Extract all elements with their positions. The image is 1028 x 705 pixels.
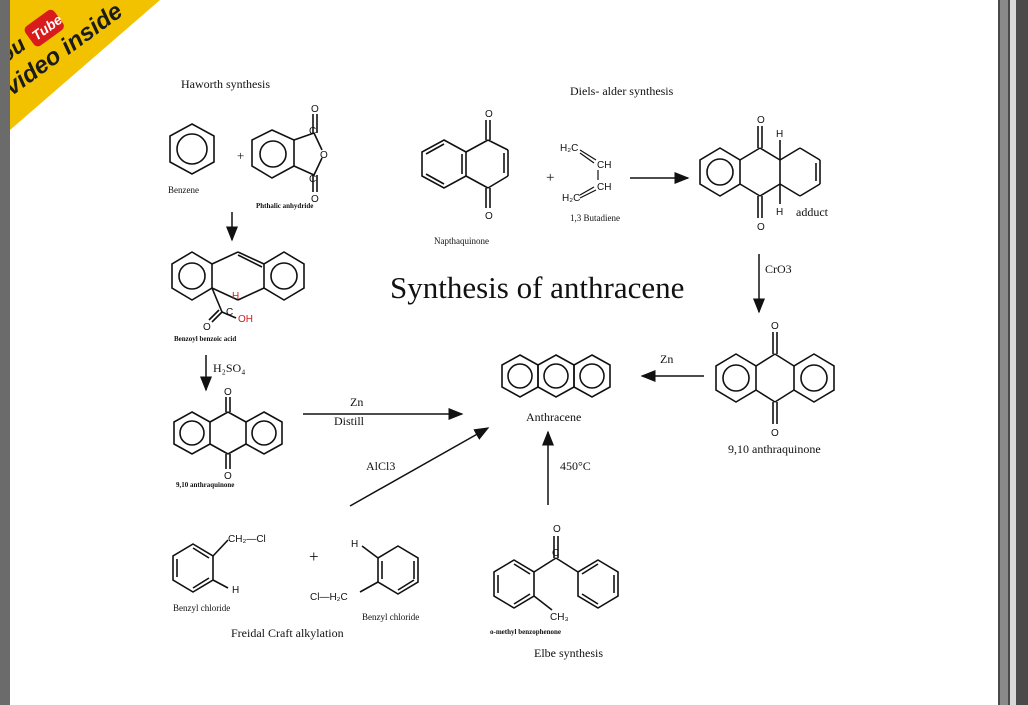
left-window-edge — [0, 0, 10, 705]
youtube-logo-icon — [24, 9, 64, 47]
carbon-atom: C — [309, 174, 316, 185]
hydrogen-atom: H — [776, 129, 783, 140]
napthaquinone-label: Napthaquinone — [434, 236, 489, 246]
ch-group: CH — [597, 182, 611, 193]
benzoyl-benzoic-acid-label: Benzoyl benzoic acid — [174, 335, 236, 343]
oxygen-atom: O — [757, 222, 765, 233]
hydrogen-atom: H — [232, 585, 239, 596]
carbon-atom: C — [309, 126, 316, 137]
anthraquinone-label: 9,10 anthraquinone — [728, 442, 821, 456]
scrollbar-track[interactable] — [1000, 0, 1008, 705]
plus-sign: + — [546, 170, 554, 186]
hydrogen-atom: H — [351, 539, 358, 550]
oxygen-atom: O — [203, 322, 211, 333]
oxygen-atom: O — [224, 387, 232, 398]
anthracene-label: Anthracene — [526, 410, 581, 424]
diels-alder-synthesis-heading: Diels- alder synthesis — [570, 84, 674, 98]
benzyl-chloride-label-1: Benzyl chloride — [173, 603, 230, 613]
document-page: You Tube video inside Haworth synthesis … — [10, 0, 998, 705]
adduct-label: adduct — [796, 205, 829, 219]
anthraquinone-small-label: 9,10 anthraquinone — [176, 481, 234, 489]
haworth-synthesis-heading: Haworth synthesis — [181, 77, 270, 91]
alcl3-reagent: AlCl3 — [366, 459, 395, 473]
oxygen-atom: O — [757, 115, 765, 126]
carbon-atom: C — [552, 548, 559, 559]
distill-label: Distill — [334, 414, 365, 428]
hydrogen-atom: H — [776, 207, 783, 218]
plus-sign: + — [309, 547, 319, 566]
ch-group: CH — [597, 160, 611, 171]
oxygen-atom: O — [771, 321, 779, 332]
zn-distill-reagent: Zn — [350, 395, 363, 409]
oxygen-atom: O — [311, 104, 319, 115]
oxygen-atom: O — [771, 428, 779, 439]
phthalic-anhydride-label: Phthalic anhydride — [256, 202, 313, 210]
o-methyl-benzophenone-label: o-methyl benzophenone — [490, 628, 561, 636]
oxygen-atom: O — [485, 211, 493, 222]
youtube-video-badge[interactable]: You Tube video inside — [10, 0, 160, 130]
methyl-group: CH₃ — [550, 612, 569, 623]
oxygen-atom: O — [485, 109, 493, 120]
alcl3-arrow — [349, 427, 490, 507]
reaction-scheme: You Tube video inside Haworth synthesis … — [10, 0, 835, 660]
carbon-atom: C — [226, 307, 233, 318]
oxygen-atom: O — [311, 194, 319, 205]
butadiene-label: 1,3 Butadiene — [570, 213, 620, 223]
h2so4-reagent: H₂SO₄ — [213, 361, 245, 375]
friedel-crafts-heading: Freidal Craft alkylation — [231, 626, 344, 640]
benzyl-chloride-label-2: Benzyl chloride — [362, 612, 419, 622]
clch2-group: Cl—H₂C — [310, 592, 348, 603]
ch2cl-group: CH₂—Cl — [228, 534, 266, 545]
oxygen-atom: O — [320, 150, 328, 161]
benzyl-chloride-structure-2 — [359, 545, 419, 595]
scrollbar-thumb[interactable] — [1010, 0, 1016, 705]
benzoyl-benzoic-acid-structure — [171, 251, 305, 323]
o-methyl-benzophenone-structure — [493, 536, 619, 611]
hydrogen-atom: H — [232, 291, 239, 302]
adduct-structure — [699, 126, 821, 218]
benzene-structure — [169, 123, 215, 175]
anthraquinone-structure — [715, 332, 835, 424]
phthalic-anhydride-structure — [251, 114, 323, 192]
butadiene-structure — [579, 149, 599, 199]
anthracene-structure — [501, 354, 611, 398]
page-title: Synthesis of anthracene — [390, 270, 684, 305]
ch2-group: H₂C — [562, 193, 580, 204]
zn-reagent: Zn — [660, 352, 673, 366]
heat-reagent: 450°C — [560, 459, 591, 473]
benzene-label: Benzene — [168, 185, 199, 195]
anthraquinone-small-structure — [173, 397, 283, 469]
elbe-synthesis-heading: Elbe synthesis — [534, 646, 603, 660]
oxygen-atom: O — [224, 471, 232, 482]
vertical-scrollbar[interactable] — [998, 0, 1028, 705]
oxygen-atom: O — [553, 524, 561, 535]
napthaquinone-structure — [421, 120, 509, 208]
benzyl-chloride-structure — [172, 539, 229, 593]
plus-sign: + — [237, 148, 244, 163]
ch2-group: H₂C — [560, 143, 578, 154]
hydroxyl-group: OH — [238, 314, 253, 325]
cro3-reagent: CrO3 — [765, 262, 792, 276]
